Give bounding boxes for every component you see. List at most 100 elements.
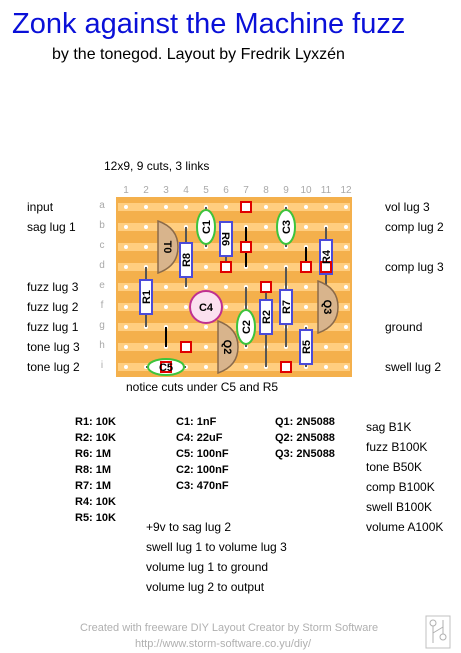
resistor-value: R1: 10K <box>75 416 116 428</box>
board-hole <box>304 225 308 229</box>
board-hole <box>184 305 188 309</box>
track-cut <box>240 241 252 253</box>
left-label-tone-lug-2: tone lug 2 <box>27 360 80 374</box>
column-number: 8 <box>263 185 269 196</box>
board-hole <box>344 345 348 349</box>
label-c1: C1 <box>201 220 213 234</box>
board-hole <box>264 225 268 229</box>
label-t0: T0 <box>161 241 173 254</box>
strip <box>118 203 350 211</box>
transistor-q2 <box>217 319 239 375</box>
credit-line: Created with freeware DIY Layout Creator… <box>80 622 379 634</box>
left-label-fuzz-lug-3: fuzz lug 3 <box>27 280 79 294</box>
track-cut <box>220 261 232 273</box>
label-r5: R5 <box>301 340 313 354</box>
row-letter: b <box>99 220 105 231</box>
label-q3: Q3 <box>321 300 333 315</box>
board-hole <box>224 285 228 289</box>
resistor-value: R2: 10K <box>75 432 116 444</box>
board-hole <box>344 325 348 329</box>
board-hole <box>304 205 308 209</box>
column-number: 10 <box>300 185 312 196</box>
left-label-input: input <box>27 200 54 214</box>
resistor-value: R6: 1M <box>75 448 112 460</box>
column-number: 5 <box>203 185 209 196</box>
left-label-fuzz-lug-2: fuzz lug 2 <box>27 300 79 314</box>
wiring-instruction: swell lug 1 to volume lug 3 <box>146 540 287 554</box>
board-hole <box>124 225 128 229</box>
electrolytic-capacitor-c4 <box>189 290 223 324</box>
track-cut <box>260 281 272 293</box>
board-hole <box>164 285 168 289</box>
diy-logo-icon <box>425 615 451 649</box>
film-capacitor-c3 <box>276 209 296 245</box>
track-cuts <box>160 201 332 373</box>
row-letter: a <box>99 200 105 211</box>
resistor-value: R7: 1M <box>75 480 112 492</box>
credit-url: http://www.storm-software.co.yu/diy/ <box>135 638 312 650</box>
left-label-tone-lug-3: tone lug 3 <box>27 340 80 354</box>
transistor-value: Q3: 2N5088 <box>275 448 335 460</box>
strip <box>118 283 350 291</box>
board-hole <box>264 205 268 209</box>
track-cut <box>280 361 292 373</box>
strip <box>118 363 350 371</box>
row-letter: f <box>100 300 104 311</box>
left-label-sag-lug-1: sag lug 1 <box>27 220 76 234</box>
board-hole <box>164 205 168 209</box>
track-cut <box>240 201 252 213</box>
column-number: 4 <box>183 185 189 196</box>
board-hole <box>184 325 188 329</box>
row-letter: h <box>99 340 105 351</box>
capacitor-value: C4: 22uF <box>176 432 223 444</box>
row-letter: c <box>99 240 105 251</box>
board-hole <box>204 325 208 329</box>
board-hole <box>184 205 188 209</box>
right-label-vol-lug-3: vol lug 3 <box>385 200 430 214</box>
strip <box>118 323 350 331</box>
wiring-instruction: volume lug 1 to ground <box>146 560 269 574</box>
track-cut <box>160 361 172 373</box>
resistor-r8 <box>179 242 193 278</box>
label-r2: R2 <box>261 310 273 324</box>
board-hole <box>264 265 268 269</box>
board-hole <box>124 305 128 309</box>
strip <box>118 243 350 251</box>
column-number: 3 <box>163 185 169 196</box>
film-capacitor-c1 <box>196 209 216 245</box>
board-hole <box>224 305 228 309</box>
board-hole <box>304 285 308 289</box>
board-hole <box>204 265 208 269</box>
label-r8: R8 <box>181 253 193 267</box>
pot-value: swell B100K <box>366 500 433 514</box>
board-hole <box>244 365 248 369</box>
transistor-value: Q1: 2N5088 <box>275 416 335 428</box>
page-subtitle: by the tonegod. Layout by Fredrik Lyxzén <box>52 46 345 63</box>
wiring-instruction: volume lug 2 to output <box>146 580 265 594</box>
left-label-fuzz-lug-1: fuzz lug 1 <box>27 320 79 334</box>
label-q2: Q2 <box>221 340 233 355</box>
board-hole <box>124 345 128 349</box>
board-hole <box>144 225 148 229</box>
board-hole <box>344 305 348 309</box>
row-letter: e <box>99 280 105 291</box>
resistor-r6 <box>219 221 233 257</box>
board-hole <box>324 205 328 209</box>
column-number: 1 <box>123 185 129 196</box>
grid-info: 12x9, 9 cuts, 3 links <box>104 159 210 173</box>
label-c2: C2 <box>241 320 253 334</box>
strip <box>118 263 350 271</box>
column-number: 12 <box>340 185 352 196</box>
board-hole <box>144 345 148 349</box>
pot-value: volume A100K <box>366 520 444 534</box>
board-hole <box>124 245 128 249</box>
board-hole <box>204 345 208 349</box>
label-r6: R6 <box>219 232 231 246</box>
pot-value: sag B1K <box>366 420 412 434</box>
strip <box>118 223 350 231</box>
board-hole <box>144 205 148 209</box>
board-hole <box>344 365 348 369</box>
board-hole <box>344 225 348 229</box>
label-r7: R7 <box>281 300 293 314</box>
